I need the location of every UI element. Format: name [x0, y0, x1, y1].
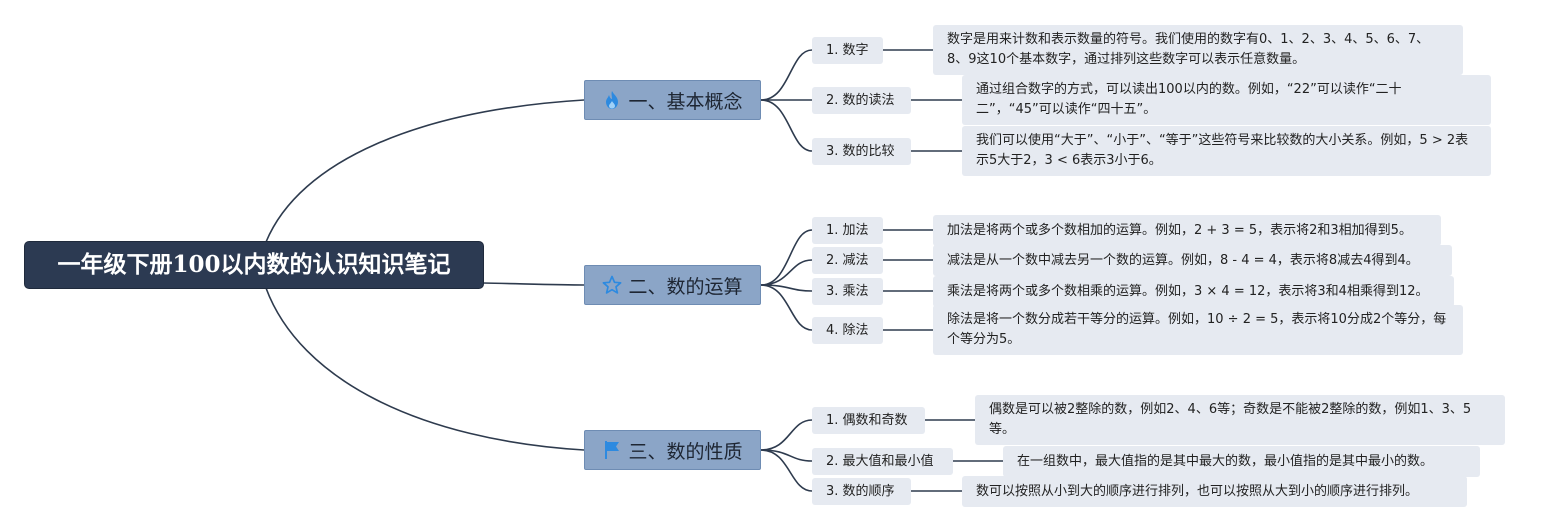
connector-root-branch-1	[265, 99, 585, 243]
branch-label: 三、数的性质	[628, 440, 743, 463]
leaf-max-min[interactable]: 2. 最大值和最小值	[812, 448, 953, 475]
branch-basic-concepts[interactable]: 一、基本概念	[584, 80, 761, 120]
branch-operations[interactable]: 二、数的运算	[584, 265, 761, 305]
fire-icon	[602, 90, 622, 110]
leaf-number-order[interactable]: 3. 数的顺序	[812, 478, 911, 505]
note-multiplication: 乘法是将两个或多个数相乘的运算。例如，3 × 4 = 12，表示将3和4相乘得到…	[933, 276, 1454, 307]
connector-b3-leaf-1	[760, 419, 813, 451]
note-number-order: 数可以按照从小到大的顺序进行排列，也可以按照从大到小的顺序进行排列。	[962, 476, 1467, 507]
leaf-comparing-numbers[interactable]: 3. 数的比较	[812, 138, 911, 165]
leaf-multiplication[interactable]: 3. 乘法	[812, 278, 883, 305]
star-icon	[602, 275, 622, 295]
root-topic[interactable]: 一年级下册100以内数的认识知识笔记	[25, 242, 483, 288]
connector-b1-leaf-3	[760, 99, 813, 152]
connector-root-branch-2	[482, 282, 585, 286]
leaf-division[interactable]: 4. 除法	[812, 317, 883, 344]
connector-b2-leaf-4	[760, 284, 813, 331]
leaf-digits[interactable]: 1. 数字	[812, 37, 883, 64]
note-addition: 加法是将两个或多个数相加的运算。例如，2 + 3 = 5，表示将2和3相加得到5…	[933, 215, 1441, 246]
leaf-addition[interactable]: 1. 加法	[812, 217, 883, 244]
branch-properties[interactable]: 三、数的性质	[584, 430, 761, 470]
note-reading-numbers: 通过组合数字的方式，可以读出100以内的数。例如，“22”可以读作“二十二”，“…	[962, 75, 1491, 125]
note-digits: 数字是用来计数和表示数量的符号。我们使用的数字有0、1、2、3、4、5、6、7、…	[933, 25, 1463, 75]
flag-icon	[602, 440, 622, 460]
note-comparing-numbers: 我们可以使用“大于”、“小于”、“等于”这些符号来比较数的大小关系。例如，5 >…	[962, 126, 1491, 176]
connector-root-branch-3	[265, 287, 585, 451]
branch-label: 一、基本概念	[628, 90, 743, 113]
connector-b2-leaf-2	[760, 259, 813, 286]
note-division: 除法是将一个数分成若干等分的运算。例如，10 ÷ 2 = 5，表示将10分成2个…	[933, 305, 1463, 355]
branch-label: 二、数的运算	[628, 275, 743, 298]
leaf-even-odd[interactable]: 1. 偶数和奇数	[812, 407, 925, 434]
connector-b1-leaf-1	[760, 49, 813, 101]
connector-b2-leaf-1	[760, 229, 813, 286]
note-even-odd: 偶数是可以被2整除的数，例如2、4、6等；奇数是不能被2整除的数，例如1、3、5…	[975, 395, 1505, 445]
connector-b3-leaf-3	[760, 449, 813, 492]
leaf-subtraction[interactable]: 2. 减法	[812, 247, 883, 274]
leaf-reading-numbers[interactable]: 2. 数的读法	[812, 87, 911, 114]
note-subtraction: 减法是从一个数中减去另一个数的运算。例如，8 - 4 = 4，表示将8减去4得到…	[933, 245, 1452, 276]
note-max-min: 在一组数中，最大值指的是其中最大的数，最小值指的是其中最小的数。	[1003, 446, 1480, 477]
